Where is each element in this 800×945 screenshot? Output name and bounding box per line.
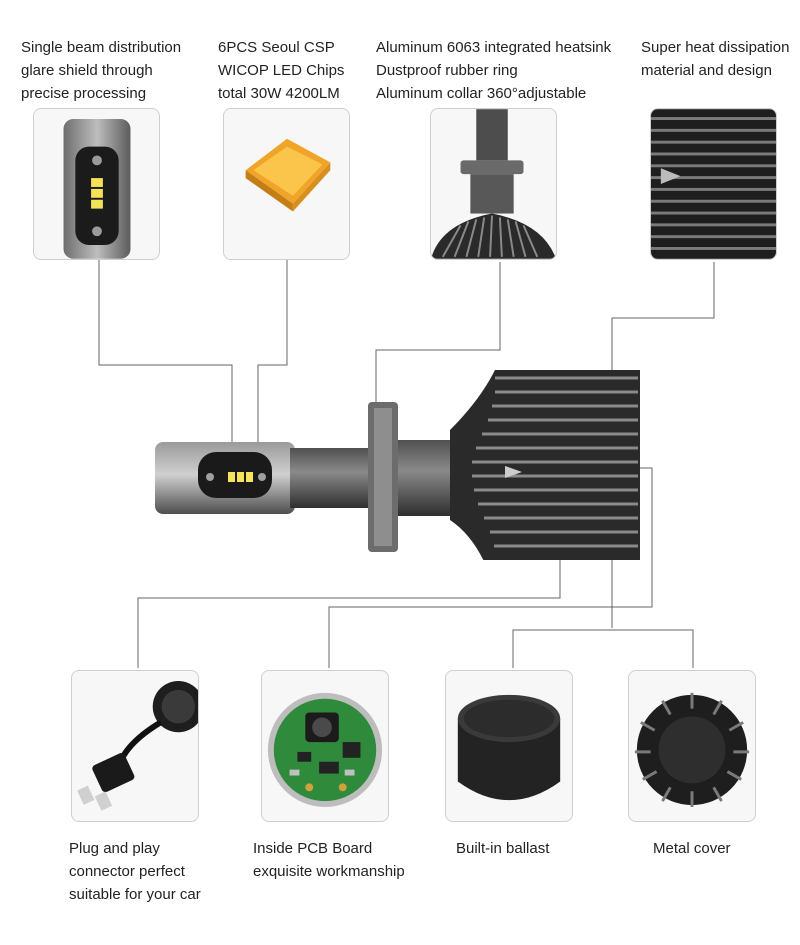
thumb-heatsink — [430, 108, 557, 260]
thumb-beam — [33, 108, 160, 260]
led-chip-image — [245, 138, 331, 212]
caption-cover: Metal cover — [653, 840, 731, 857]
thumb-ballast — [445, 670, 573, 822]
thumb-dissipation — [650, 108, 777, 260]
caption-ballast: Built-in ballast — [456, 840, 550, 857]
heatsink-collar-image — [431, 109, 556, 259]
caption-pcb: Inside PCB Board exquisite workmanship — [253, 840, 405, 880]
caption-chips: 6PCS Seoul CSP WICOP LED Chips total 30W… — [218, 39, 345, 102]
metal-cover-image — [634, 692, 750, 808]
caption-dissipation: Super heat dissipation material and desi… — [641, 39, 790, 79]
thumb-pcb — [261, 670, 389, 822]
thumb-chips — [223, 108, 350, 260]
led-headlight-bulb-image — [155, 370, 640, 560]
thumb-plug — [71, 670, 199, 822]
ballast-image — [457, 694, 561, 801]
pcb-board-image — [267, 692, 383, 808]
caption-heatsink: Aluminum 6063 integrated heatsink Dustpr… — [376, 39, 612, 102]
thumb-cover — [628, 670, 756, 822]
caption-plug: Plug and play connector perfect suitable… — [69, 840, 201, 903]
led-head-image — [63, 119, 131, 259]
caption-beam: Single beam distribution glare shield th… — [21, 39, 182, 102]
plug-connector-image — [77, 681, 198, 811]
heat-fins-image — [651, 109, 776, 259]
